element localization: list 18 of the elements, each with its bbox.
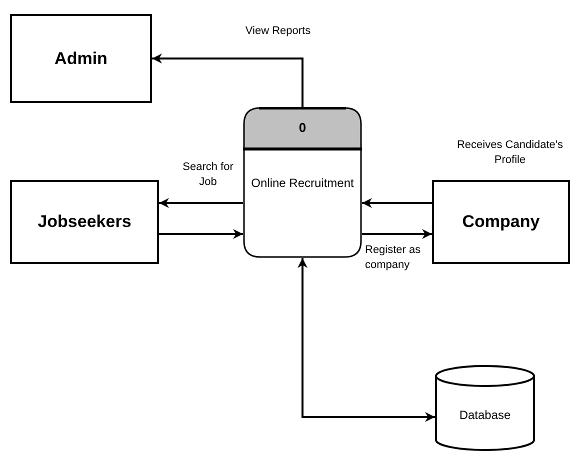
store-name: Database: [459, 408, 511, 422]
entity-name: Company: [462, 212, 540, 232]
arrow: [298, 258, 435, 422]
entity-name: Admin: [54, 48, 108, 68]
database-cylinder: [435, 365, 535, 451]
entity-box: [10, 180, 159, 264]
entity-box: [432, 180, 570, 264]
arrow: [159, 229, 243, 239]
entity-name: Jobseekers: [38, 212, 132, 232]
process-box: [243, 107, 362, 258]
process-name: Online Recruitment: [250, 175, 355, 192]
arrow: [159, 198, 243, 208]
arrow: [152, 54, 304, 107]
process-number: 0: [298, 119, 308, 137]
entity-box: [10, 14, 152, 103]
arrow: [362, 198, 432, 208]
arrow: [362, 229, 432, 239]
edge-label: View Reports: [243, 24, 313, 39]
